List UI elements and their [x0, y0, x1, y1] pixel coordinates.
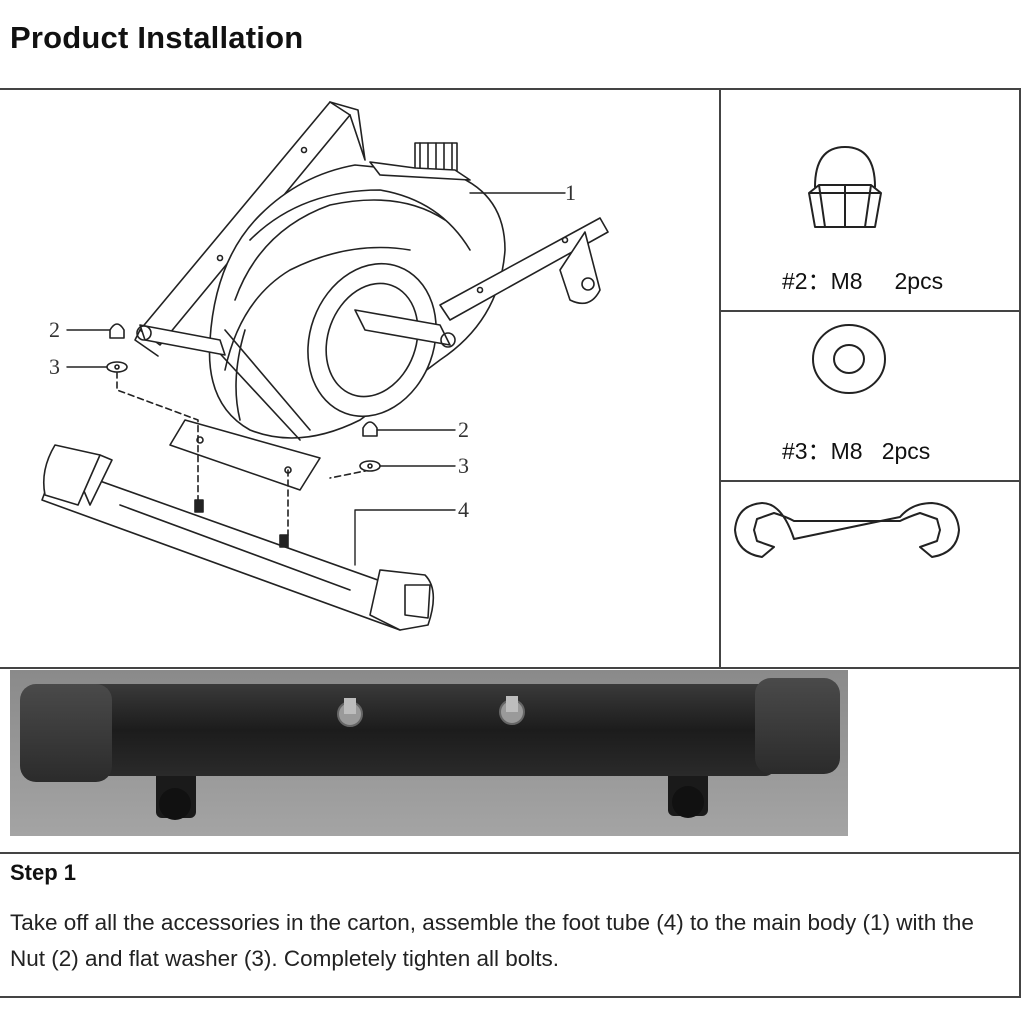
step-title: Step 1 [10, 860, 77, 885]
divider-photo-top [0, 667, 1021, 669]
step-instructions: Take off all the accessories in the cart… [10, 910, 974, 971]
callout-3-left: 3 [49, 354, 60, 379]
installation-frame [0, 88, 1021, 998]
divider-parts-1 [721, 310, 1021, 312]
flat-washer-icon [812, 324, 886, 394]
callout-2-right: 2 [458, 417, 469, 442]
cap-nut-icon [808, 146, 882, 228]
page-title: Product Installation [10, 20, 304, 55]
part-nut-label: #2：M8 2pcs [782, 268, 944, 294]
callout-4: 4 [458, 497, 469, 522]
callout-3-right: 3 [458, 453, 469, 478]
foot-tube-photo [10, 670, 848, 836]
exploded-assembly-diagram [41, 101, 609, 631]
callout-1: 1 [565, 180, 576, 205]
callout-2-left: 2 [49, 317, 60, 342]
divider-step-top [0, 852, 1021, 854]
wrench-icon [734, 502, 960, 558]
divider-vertical [719, 88, 721, 668]
part-washer-label: #3：M8 2pcs [782, 438, 931, 464]
divider-parts-2 [721, 480, 1021, 482]
